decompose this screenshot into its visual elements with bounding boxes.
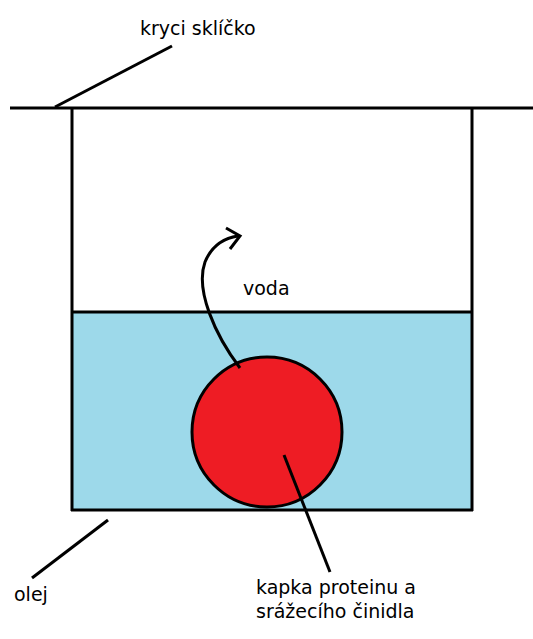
- leader-line: [55, 46, 172, 107]
- container-wall: [471, 108, 474, 511]
- protein-drop: [192, 357, 342, 507]
- diffusion-arrow: [202, 236, 240, 368]
- cover-slip: [10, 107, 533, 110]
- part-label: olej: [14, 582, 114, 606]
- region-label: voda: [243, 276, 363, 300]
- container-wall: [71, 108, 74, 511]
- leader-line: [284, 455, 330, 572]
- arrow-head: [226, 228, 240, 249]
- part-label: kryci sklíčko: [140, 16, 380, 40]
- leader-line: [32, 520, 108, 578]
- oil-layer: [72, 312, 472, 510]
- part-label: kapka proteinu a srážecího činidla: [256, 575, 496, 623]
- oil-water-interface: [72, 311, 472, 314]
- container-bottom: [71, 509, 473, 512]
